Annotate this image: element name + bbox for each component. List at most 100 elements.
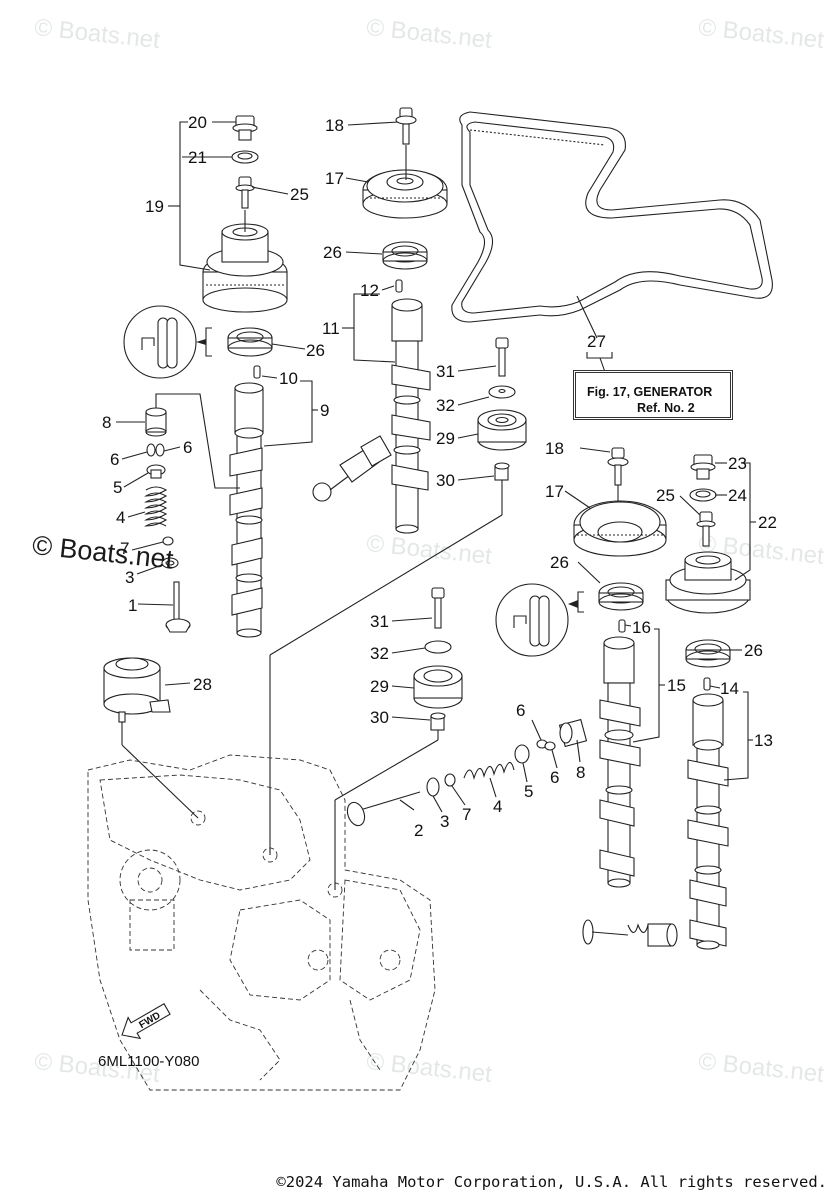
intake-valve[interactable] — [165, 581, 191, 633]
valve-lifter[interactable] — [145, 407, 167, 437]
callout-30[interactable]: 30 — [436, 471, 455, 490]
valve-spring[interactable] — [463, 761, 515, 780]
valve-spring-retainer[interactable] — [146, 464, 166, 479]
valve-spring-seat[interactable] — [426, 777, 440, 797]
camshaft-sprocket-upper[interactable] — [362, 169, 448, 219]
callout-18[interactable]: 18 — [325, 116, 344, 135]
bolt[interactable] — [431, 587, 445, 629]
callout-26[interactable]: 26 — [744, 641, 763, 660]
callout-5[interactable]: 5 — [113, 478, 122, 497]
valve-cotter[interactable] — [146, 443, 165, 457]
callout-12[interactable]: 12 — [360, 281, 379, 300]
callout-14[interactable]: 14 — [720, 679, 739, 698]
callout-2[interactable]: 2 — [414, 821, 423, 840]
callout-23[interactable]: 23 — [728, 454, 747, 473]
callout-4[interactable]: 4 — [116, 508, 125, 527]
callout-11[interactable]: 11 — [322, 319, 340, 338]
washer[interactable] — [488, 385, 516, 399]
plug-bolt[interactable] — [232, 115, 258, 141]
oil-seal[interactable] — [685, 639, 731, 668]
camshaft-exhaust-middle[interactable] — [391, 298, 431, 534]
callout-32[interactable]: 32 — [436, 396, 455, 415]
callout-6[interactable]: 6 — [110, 450, 119, 469]
callout-3[interactable]: 3 — [440, 812, 449, 831]
camshaft-sprocket-assembly-right[interactable] — [665, 551, 751, 614]
callout-24[interactable]: 24 — [728, 486, 747, 505]
oil-seal[interactable] — [598, 582, 644, 611]
valve-stem-seal[interactable] — [162, 536, 174, 546]
timing-belt[interactable] — [451, 111, 773, 323]
bolt[interactable] — [495, 337, 509, 377]
sprocket-bolt-lower[interactable] — [607, 447, 629, 486]
camshaft-intake-left[interactable] — [229, 382, 264, 638]
callout-16[interactable]: 16 — [632, 618, 651, 637]
callout-21[interactable]: 21 — [188, 148, 207, 167]
callout-8[interactable]: 8 — [102, 413, 111, 432]
callout-26[interactable]: 26 — [550, 553, 569, 572]
valve-stem-seal[interactable] — [444, 773, 456, 787]
valve-spring[interactable] — [144, 486, 168, 527]
idler-pulley[interactable] — [477, 409, 527, 451]
camshaft-sprocket-assembly-left[interactable] — [202, 223, 288, 313]
oil-seal[interactable] — [382, 241, 428, 270]
sprocket-bolt[interactable] — [696, 511, 716, 547]
camshaft-exhaust-right[interactable] — [599, 636, 641, 888]
timing-belt-tensioner[interactable] — [103, 657, 171, 723]
gasket-washer[interactable] — [231, 150, 259, 164]
callout-9[interactable]: 9 — [320, 401, 329, 420]
camshaft-intake-right[interactable] — [687, 693, 729, 950]
callout-7[interactable]: 7 — [120, 539, 129, 558]
callout-17[interactable]: 17 — [545, 482, 564, 501]
callout-6[interactable]: 6 — [516, 701, 525, 720]
callout-20[interactable]: 20 — [188, 113, 207, 132]
callout-26[interactable]: 26 — [306, 341, 325, 360]
callout-4[interactable]: 4 — [493, 797, 502, 816]
callout-28[interactable]: 28 — [193, 675, 212, 694]
valve-spring-assembly[interactable] — [582, 919, 678, 947]
valve-spring-assembly[interactable] — [312, 435, 392, 502]
collar[interactable] — [494, 462, 510, 481]
callout-27[interactable]: 27 — [587, 332, 606, 351]
washer[interactable] — [424, 640, 452, 654]
valve-spring-seat[interactable] — [161, 557, 179, 569]
callout-22[interactable]: 22 — [758, 513, 777, 532]
callout-19[interactable]: 19 — [145, 197, 164, 216]
valve-cotter[interactable] — [536, 739, 556, 751]
dowel-pin[interactable] — [253, 365, 261, 379]
callout-17[interactable]: 17 — [325, 169, 344, 188]
oil-seal[interactable] — [227, 327, 273, 357]
idler-pulley[interactable] — [413, 665, 463, 709]
callout-26[interactable]: 26 — [323, 243, 342, 262]
callout-29[interactable]: 29 — [370, 677, 389, 696]
callout-7[interactable]: 7 — [462, 805, 471, 824]
callout-5[interactable]: 5 — [524, 782, 533, 801]
valve-lifter[interactable] — [558, 718, 588, 748]
exhaust-valve[interactable] — [344, 791, 421, 828]
sprocket-bolt[interactable] — [235, 176, 255, 209]
callout-32[interactable]: 32 — [370, 644, 389, 663]
callout-31[interactable]: 31 — [370, 612, 389, 631]
plug-bolt[interactable] — [690, 454, 716, 480]
callout-18[interactable]: 18 — [545, 439, 564, 458]
callout-29[interactable]: 29 — [436, 429, 455, 448]
callout-1[interactable]: 1 — [128, 596, 137, 615]
callout-30[interactable]: 30 — [370, 708, 389, 727]
gasket-washer[interactable] — [689, 488, 717, 502]
callout-6[interactable]: 6 — [550, 768, 559, 787]
dowel-pin[interactable] — [395, 279, 403, 293]
callout-8[interactable]: 8 — [576, 763, 585, 782]
valve-spring-retainer[interactable] — [514, 744, 530, 764]
callout-15[interactable]: 15 — [667, 676, 686, 695]
callout-6[interactable]: 6 — [183, 438, 192, 457]
sprocket-bolt-upper[interactable] — [395, 107, 417, 145]
dowel-pin[interactable] — [703, 677, 711, 691]
callout-25[interactable]: 25 — [290, 185, 309, 204]
callout-3[interactable]: 3 — [125, 568, 134, 587]
camshaft-sprocket-lower[interactable] — [573, 500, 667, 557]
reference-box[interactable]: Fig. 17, GENERATOR Ref. No. 2 — [573, 370, 733, 420]
collar[interactable] — [430, 712, 446, 731]
dowel-pin[interactable] — [618, 619, 626, 633]
callout-31[interactable]: 31 — [436, 362, 455, 381]
callout-25[interactable]: 25 — [656, 486, 675, 505]
callout-10[interactable]: 10 — [279, 369, 298, 388]
